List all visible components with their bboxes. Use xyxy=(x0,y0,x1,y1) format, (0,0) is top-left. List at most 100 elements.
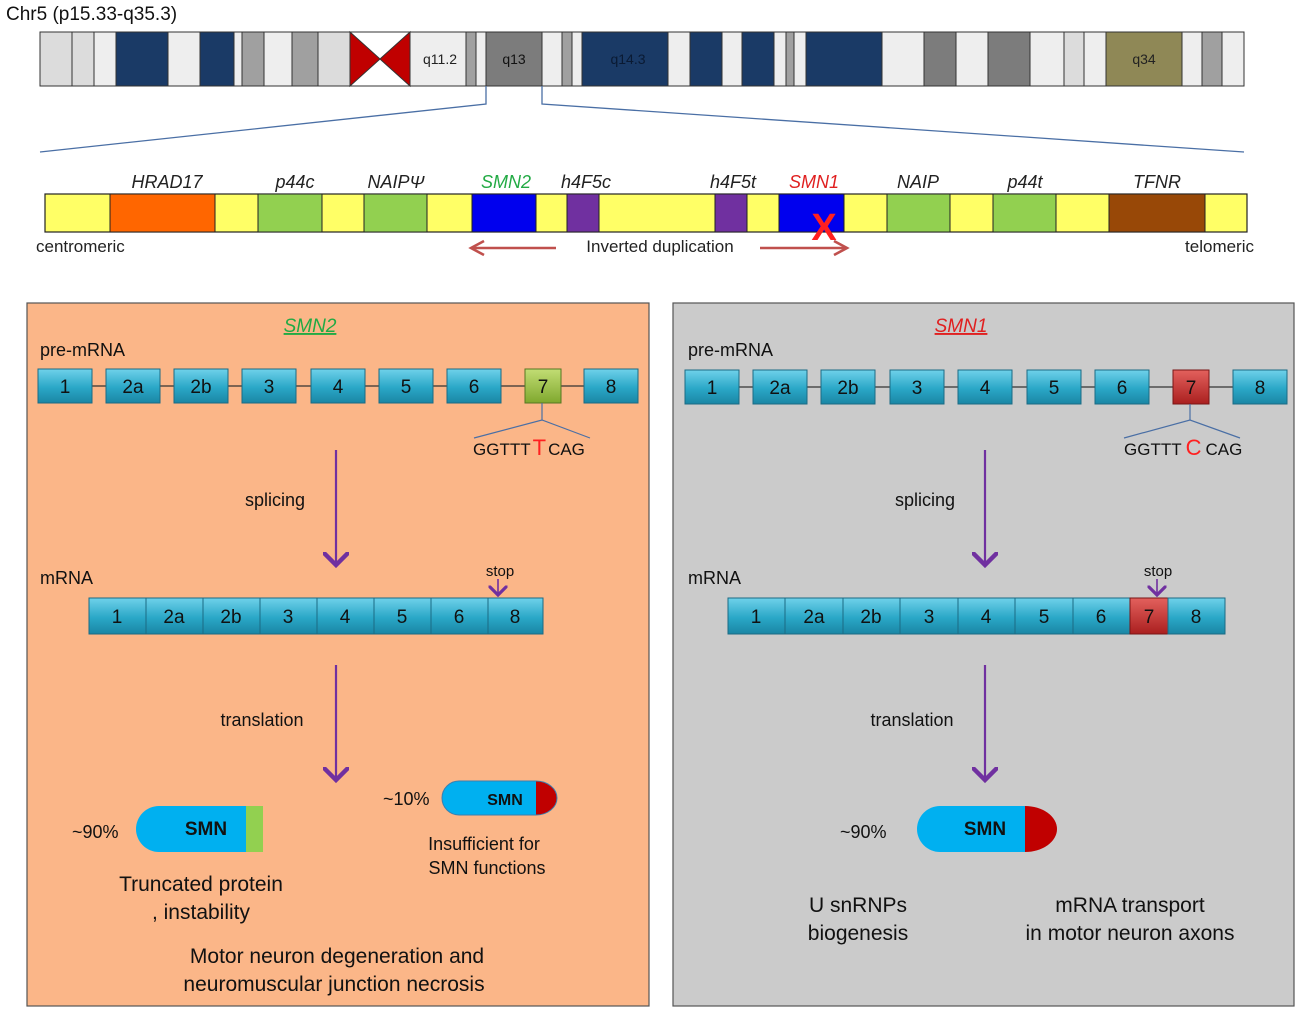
exon-label: 4 xyxy=(980,378,991,399)
gene-box-h4f5t xyxy=(714,193,748,233)
exon-label: 8 xyxy=(1255,378,1266,399)
inverted-duplication-label: Inverted duplication xyxy=(586,237,733,256)
chr-band xyxy=(1029,31,1065,87)
smn2-pre-mrna-label: pre-mRNA xyxy=(40,340,125,360)
exon-label: 1 xyxy=(60,377,71,398)
chr-band xyxy=(881,31,925,87)
smn2-pct-minor: ~10% xyxy=(383,789,430,809)
chr-band xyxy=(317,31,351,87)
exon-7-box xyxy=(1172,369,1210,405)
smn1-pre-mrna-label: pre-mRNA xyxy=(688,340,773,360)
smn1-protein-label: SMN xyxy=(964,819,1006,840)
smn2-insufficient-2: SMN functions xyxy=(428,858,545,878)
exon-box xyxy=(373,597,432,635)
exon-box xyxy=(820,369,876,405)
gene-box-p44t xyxy=(992,193,1057,233)
gene-box-smn1 xyxy=(778,193,845,233)
exon-label: 2a xyxy=(769,378,791,399)
gene-box-hrad17 xyxy=(109,193,216,233)
deletion-mark: X xyxy=(811,207,837,249)
gene-label-tfnr: TFNR xyxy=(1133,172,1181,192)
chr-band-q13 xyxy=(485,31,543,87)
exon-box xyxy=(241,368,297,404)
chr-band xyxy=(1083,31,1107,87)
band-label-q11-2: q11.2 xyxy=(423,51,457,67)
chr-band xyxy=(793,31,807,87)
exon-7-box xyxy=(524,368,562,404)
smn2-outcome-2: neuromuscular junction necrosis xyxy=(183,973,484,996)
exon-label: 6 xyxy=(469,377,480,398)
smn2-insufficient-1: Insufficient for xyxy=(428,834,540,854)
chr-band xyxy=(233,31,243,87)
chr-band xyxy=(561,31,573,87)
chr-band xyxy=(741,31,775,87)
exon-label: 2a xyxy=(803,607,825,628)
exon-box xyxy=(684,369,740,405)
exon-label: 5 xyxy=(1039,607,1050,628)
smn1-panel-title: SMN1 xyxy=(935,316,988,337)
gene-label-naip-psi: NAIPΨ xyxy=(368,172,426,192)
exon-box xyxy=(889,369,945,405)
exon-box xyxy=(88,597,147,635)
smn2-pct-main: ~90% xyxy=(72,822,119,842)
smn1-mrna-exons: 1 2a 2b 3 4 5 6 7 8 xyxy=(727,597,1226,635)
gene-label-naip: NAIP xyxy=(897,172,939,192)
exon-label: 6 xyxy=(1096,607,1107,628)
band-label-q34: q34 xyxy=(1132,51,1156,67)
smn1-transport-1: mRNA transport xyxy=(1055,894,1205,917)
exon-label: 5 xyxy=(397,607,408,628)
zoom-lines xyxy=(39,86,1245,153)
smn1-transport-2: in motor neuron axons xyxy=(1026,922,1235,945)
chr-band xyxy=(475,31,487,87)
exon-box xyxy=(446,368,502,404)
gene-box-p44c xyxy=(257,193,323,233)
chr-band xyxy=(263,31,293,87)
exon-label: 6 xyxy=(1117,378,1128,399)
chr-band xyxy=(955,31,989,87)
telomeric-label: telomeric xyxy=(1185,237,1254,256)
smn2-truncated-2: , instability xyxy=(152,901,251,924)
chr-band xyxy=(721,31,743,87)
smn2-truncated-1: Truncated protein xyxy=(119,873,283,896)
smn2-truncated-protein: SMN xyxy=(136,806,263,852)
chromosome-ideogram: q11.2 q13 q14.3 q34 xyxy=(39,30,1245,88)
chr-band xyxy=(689,31,723,87)
gene-box-naip-psi xyxy=(363,193,428,233)
exon-label: 1 xyxy=(751,607,762,628)
chr-band xyxy=(409,31,467,87)
exon-label: 7 xyxy=(1144,607,1155,628)
gene-label-smn1: SMN1 xyxy=(789,172,839,192)
exon-box xyxy=(37,368,93,404)
chr-band xyxy=(1201,31,1223,87)
smn2-stop-label: stop xyxy=(486,563,514,580)
chr-band xyxy=(1181,31,1203,87)
exon-label: 2a xyxy=(163,607,185,628)
exon-box xyxy=(1026,369,1082,405)
smn2-minor-protein: SMN xyxy=(441,780,558,816)
smn2-minor-protein-label: SMN xyxy=(487,792,523,809)
chr-band xyxy=(291,31,319,87)
chr-band xyxy=(1063,31,1085,87)
inverted-duplication-arrows xyxy=(468,239,850,257)
exon-label: 8 xyxy=(1191,607,1202,628)
exon-box xyxy=(957,369,1013,405)
gene-label-h4f5c: h4F5c xyxy=(561,172,611,192)
band-label-q14-3: q14.3 xyxy=(610,51,645,67)
exon-label: 2a xyxy=(122,377,144,398)
centromere xyxy=(349,30,411,88)
exon-label: 3 xyxy=(912,378,923,399)
smn1-translation-label: translation xyxy=(870,710,953,730)
smn1-snrnp-1: U snRNPs xyxy=(809,894,907,917)
exon-label: 5 xyxy=(1049,378,1060,399)
smn2-outcome-1: Motor neuron degeneration and xyxy=(190,945,484,968)
gene-label-h4f5t: h4F5t xyxy=(710,172,757,192)
chr-band xyxy=(571,31,583,87)
smn1-snrnp-2: biogenesis xyxy=(808,922,908,945)
exon-label: 2b xyxy=(837,378,858,399)
exon-label: 1 xyxy=(112,607,123,628)
chr-band xyxy=(167,31,201,87)
exon-label: 4 xyxy=(981,607,992,628)
chr-band xyxy=(93,31,117,87)
chr-band xyxy=(923,31,957,87)
